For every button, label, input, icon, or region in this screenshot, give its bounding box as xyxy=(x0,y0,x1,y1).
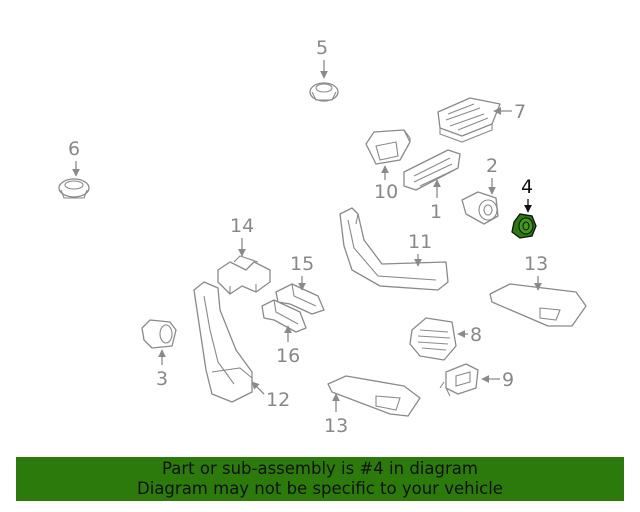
part-5-knob xyxy=(309,82,339,102)
callout-11: 11 xyxy=(408,231,432,253)
parts-diagram: 5 6 7 10 1 2 4 xyxy=(58,37,587,437)
callout-3: 3 xyxy=(156,368,168,390)
banner-line-1: Part or sub-assembly is #4 in diagram xyxy=(162,459,478,478)
callout-6: 6 xyxy=(68,138,80,160)
part-1-center-vent xyxy=(403,149,461,191)
callout-12: 12 xyxy=(266,389,290,411)
part-2-round-vent xyxy=(461,191,499,225)
part-4-highlighted[interactable] xyxy=(511,213,537,239)
part-11-duct xyxy=(339,207,449,291)
callout-8: 8 xyxy=(470,324,482,346)
part-14-bracket xyxy=(217,255,271,295)
callout-4: 4 xyxy=(521,176,533,198)
info-banner: Part or sub-assembly is #4 in diagram Di… xyxy=(16,457,624,501)
callout-14: 14 xyxy=(230,215,254,237)
callout-7: 7 xyxy=(514,101,526,123)
callout-1: 1 xyxy=(430,201,442,223)
part-13-panel-right xyxy=(489,283,587,327)
banner-line-2: Diagram may not be specific to your vehi… xyxy=(137,479,503,498)
callout-13-right: 13 xyxy=(524,253,548,275)
callout-2: 2 xyxy=(486,155,498,177)
callout-5: 5 xyxy=(316,37,328,59)
callout-9: 9 xyxy=(502,369,514,391)
part-8-vent-assembly xyxy=(409,317,457,361)
callout-10: 10 xyxy=(374,181,398,203)
part-7-vent-grille xyxy=(437,97,501,143)
part-3-cup xyxy=(141,319,177,349)
part-16-duct-piece xyxy=(261,299,307,333)
callout-15: 15 xyxy=(290,253,314,275)
part-10-vent-housing xyxy=(365,129,411,165)
callout-16: 16 xyxy=(276,345,300,367)
part-12-tall-duct xyxy=(193,281,253,403)
part-9-module xyxy=(439,363,479,397)
part-13-panel-lower xyxy=(327,375,421,417)
callout-13-lower: 13 xyxy=(324,415,348,437)
part-6-cap xyxy=(58,178,90,199)
